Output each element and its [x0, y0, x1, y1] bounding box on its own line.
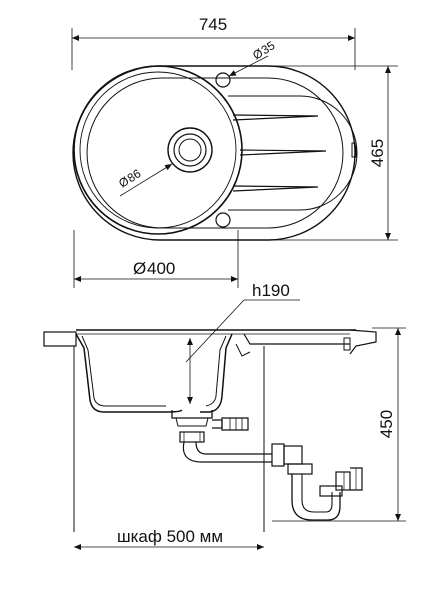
overflow-marker: [351, 142, 357, 158]
sink-inner-rim: [86, 77, 344, 229]
bowl-section-outer: [75, 333, 183, 413]
drain-assembly: [171, 410, 363, 521]
cabinet-height-label: 450: [377, 410, 396, 438]
drain-outer: [167, 127, 213, 173]
bowl-height-dimension: h190: [185, 281, 300, 404]
bowl-diameter-symbol: Ø: [133, 259, 146, 278]
drain-diameter-dimension: Ø 86: [116, 163, 173, 197]
drainboard-recess: [228, 95, 358, 211]
depth-dimension: 465: [272, 65, 398, 241]
bowl-diameter-dimension: Ø 400: [73, 230, 239, 288]
side-view: h190: [43, 281, 406, 550]
bowl-height-label: h190: [252, 281, 290, 300]
depth-label: 465: [368, 139, 387, 167]
countertop: [43, 329, 377, 357]
hole-diameter-dimension: Ø 35: [228, 38, 278, 77]
drainboard-grooves: [232, 114, 327, 192]
cabinet-height-dimension: 450: [272, 327, 406, 522]
cabinet-width-label: шкаф 500 мм: [117, 527, 223, 546]
tap-hole: [215, 72, 231, 88]
bowl-section-right: [200, 333, 233, 413]
width-dimension: 745: [71, 15, 356, 70]
overflow-hole: [215, 212, 231, 228]
cabinet-width-dimension: шкаф 500 мм: [74, 527, 264, 550]
drain-middle: [173, 133, 207, 167]
drain-inner: [178, 138, 202, 162]
width-label: 745: [199, 15, 227, 34]
bowl-inner: [79, 71, 237, 229]
bowl-section-inner: [81, 335, 166, 407]
bowl-diameter-label: 400: [147, 259, 175, 278]
top-view: 745 465 Ø 86: [71, 15, 398, 288]
